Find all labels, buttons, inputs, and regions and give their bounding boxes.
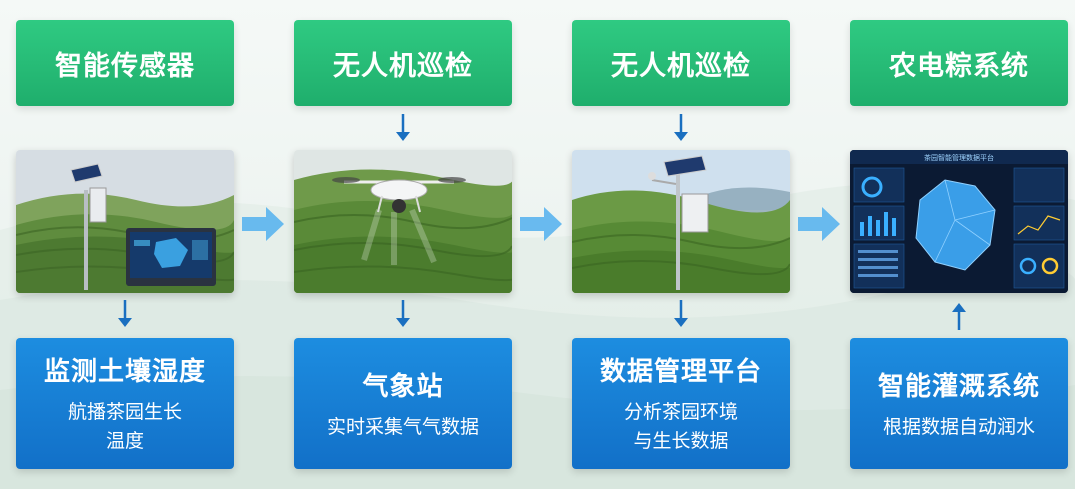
- step-3-photo-weather-station: [572, 150, 790, 293]
- step-column-4: 农电粽系统 茶园智能管理数据平台: [850, 0, 1068, 489]
- step-2-bottom-title: 气象站: [362, 371, 444, 402]
- step-1-bottom-box: 监测土壤湿度 航播茶园生长 温度: [16, 338, 234, 469]
- flow-arrow-right-3: [798, 207, 840, 241]
- step-4-bottom-title: 智能灌溉系统: [877, 371, 1040, 402]
- arrow-down-icon: [674, 114, 688, 141]
- step-4-desc-line-1: 根据数据自动润水: [882, 415, 1035, 438]
- step-2-bottom-box: 气象站 实时采集气气数据: [294, 338, 512, 469]
- step-3-top-label: 无人机巡检: [572, 20, 790, 106]
- dashboard-title: 茶园智能管理数据平台: [924, 153, 994, 162]
- arrow-down-icon: [396, 114, 410, 141]
- step-3-bottom-box: 数据管理平台 分析茶园环境 与生长数据: [572, 338, 790, 469]
- step-4-bottom-box: 智能灌溉系统 根据数据自动润水: [850, 338, 1068, 469]
- step-1-bottom-desc: 航播茶园生长 温度: [68, 398, 182, 456]
- step-2-bottom-desc: 实时采集气气数据: [327, 413, 479, 442]
- step-column-1: 智能传感器 监测土壤湿度 航播茶园生长: [16, 0, 234, 489]
- step-1-photo-sensor-field: [16, 150, 234, 293]
- step-1-bottom-title: 监测土壤湿度: [43, 357, 206, 387]
- step-3-desc-line-2: 与生长数据: [633, 430, 729, 452]
- step-3-desc-line-1: 分析茶园环境: [623, 401, 738, 423]
- arrow-up-icon: [952, 303, 966, 330]
- step-column-3: 无人机巡检 数据管理平台 分析茶园环境 与生长数据: [572, 0, 790, 489]
- step-column-2: 无人机巡检 气象站: [294, 0, 512, 489]
- flow-arrow-right-1: [242, 207, 284, 241]
- arrow-down-icon: [674, 300, 688, 327]
- step-3-bottom-title: 数据管理平台: [599, 357, 762, 387]
- step-1-desc-line-1: 航播茶园生长: [67, 401, 182, 423]
- step-1-desc-line-2: 温度: [105, 430, 144, 452]
- step-4-top-label: 农电粽系统: [850, 20, 1068, 106]
- step-3-bottom-desc: 分析茶园环境 与生长数据: [624, 398, 738, 456]
- step-2-photo-drone: [294, 150, 512, 293]
- step-1-top-label: 智能传感器: [16, 20, 234, 106]
- step-4-bottom-desc: 根据数据自动润水: [883, 413, 1035, 442]
- step-4-dashboard-screen: 茶园智能管理数据平台: [850, 150, 1068, 293]
- step-2-desc-line-1: 实时采集气气数据: [326, 415, 479, 438]
- flow-arrow-right-2: [520, 207, 562, 241]
- arrow-down-icon: [118, 300, 132, 327]
- step-2-top-label: 无人机巡检: [294, 20, 512, 106]
- arrow-down-icon: [396, 300, 410, 327]
